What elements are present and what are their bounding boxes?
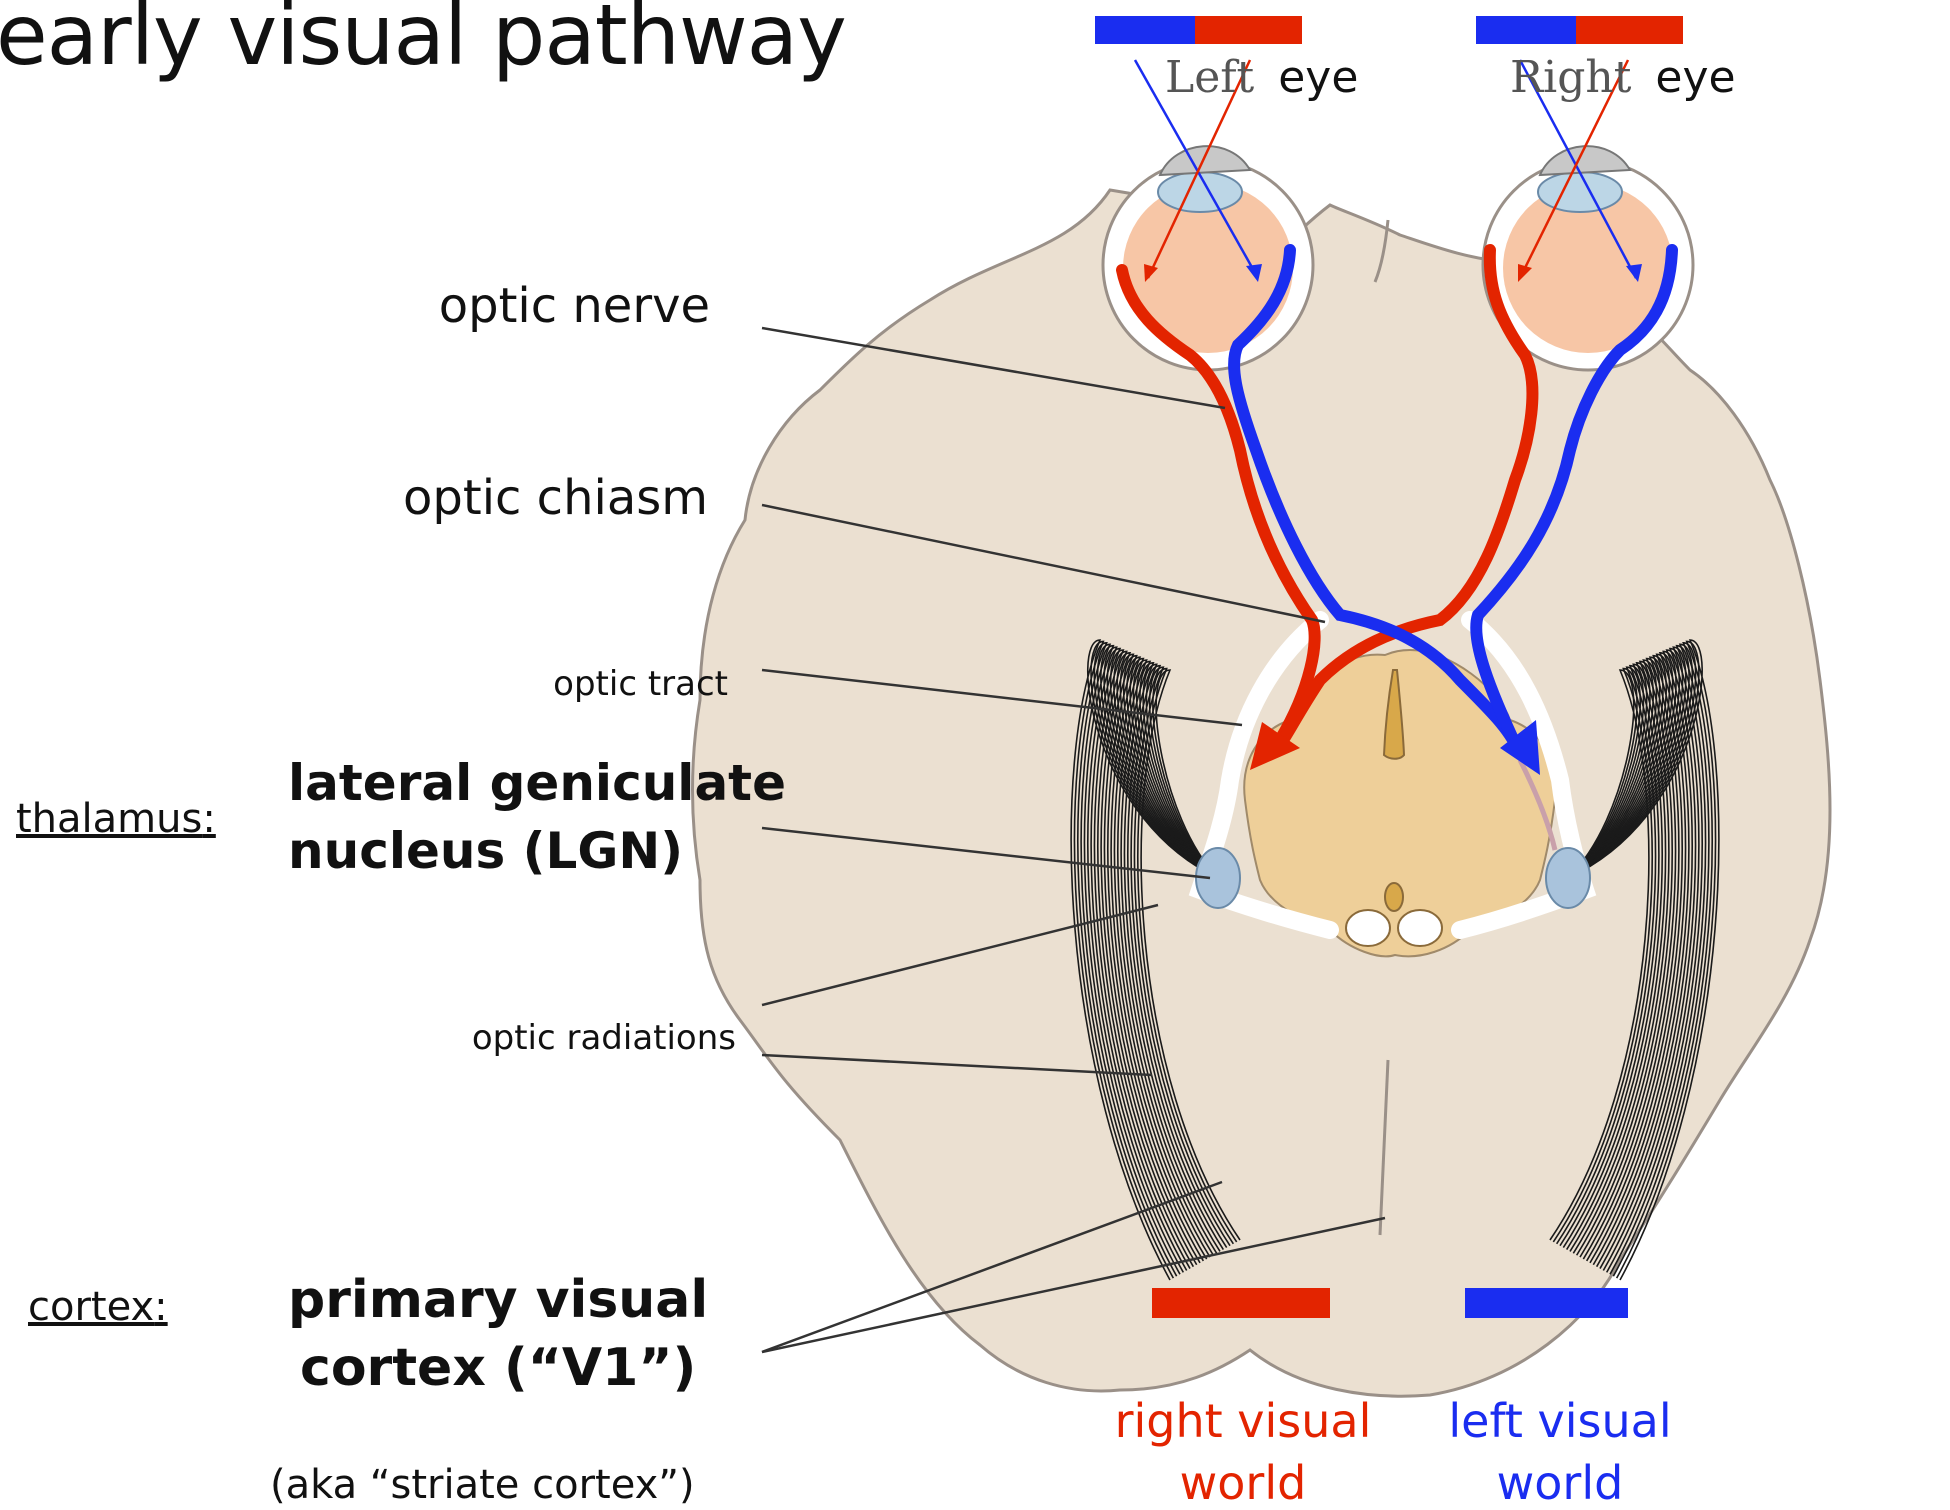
right-lens [1538, 172, 1622, 212]
left-cornea [1160, 146, 1250, 175]
label-v1-line1: primary visual [288, 1270, 708, 1330]
label-optic-tract: optic tract [553, 664, 728, 704]
eye-label-right: Right eye [1510, 52, 1736, 103]
page-title: early visual pathway [0, 0, 846, 84]
label-aka-striate: (aka “striate cortex”) [270, 1462, 695, 1508]
label-lgn-line1: lateral geniculate [288, 754, 786, 812]
eye-label-left: Left eye [1165, 52, 1358, 103]
left-eye-field-bar-red [1195, 16, 1302, 44]
label-optic-nerve: optic nerve [439, 278, 710, 334]
label-v1-line2: cortex (“V1”) [300, 1338, 696, 1398]
right-cornea [1540, 146, 1630, 175]
left-visual-world-bar [1465, 1288, 1628, 1318]
right-word: Right [1510, 52, 1631, 103]
right-visual-world-line1: right visual [1112, 1394, 1374, 1448]
lgn-right [1546, 848, 1590, 908]
label-optic-radiations: optic radiations [472, 1018, 736, 1058]
right-eye-field-bar-blue [1476, 16, 1576, 44]
left-visual-world-line1: left visual [1440, 1394, 1680, 1448]
left-word: Left [1165, 52, 1254, 103]
left-lens [1158, 172, 1242, 212]
label-cortex-text: cortex [28, 1284, 154, 1330]
colliculus-left [1346, 910, 1390, 946]
right-eye-word: eye [1655, 52, 1735, 103]
label-optic-chiasm: optic chiasm [403, 470, 708, 526]
label-lgn-line2: nucleus (LGN) [288, 822, 683, 880]
colliculus-right [1398, 910, 1442, 946]
label-thalamus-text: thalamus [16, 796, 202, 842]
right-eye-field-bar-red [1576, 16, 1683, 44]
label-thalamus: thalamus: [16, 796, 216, 842]
label-cortex: cortex: [28, 1284, 168, 1330]
right-visual-world-line2: world [1112, 1456, 1374, 1510]
left-eye-word: eye [1278, 52, 1358, 103]
left-visual-world-line2: world [1440, 1456, 1680, 1510]
right-visual-world-bar [1152, 1288, 1330, 1318]
pineal-body [1385, 883, 1403, 911]
left-eye-field-bar-blue [1095, 16, 1195, 44]
